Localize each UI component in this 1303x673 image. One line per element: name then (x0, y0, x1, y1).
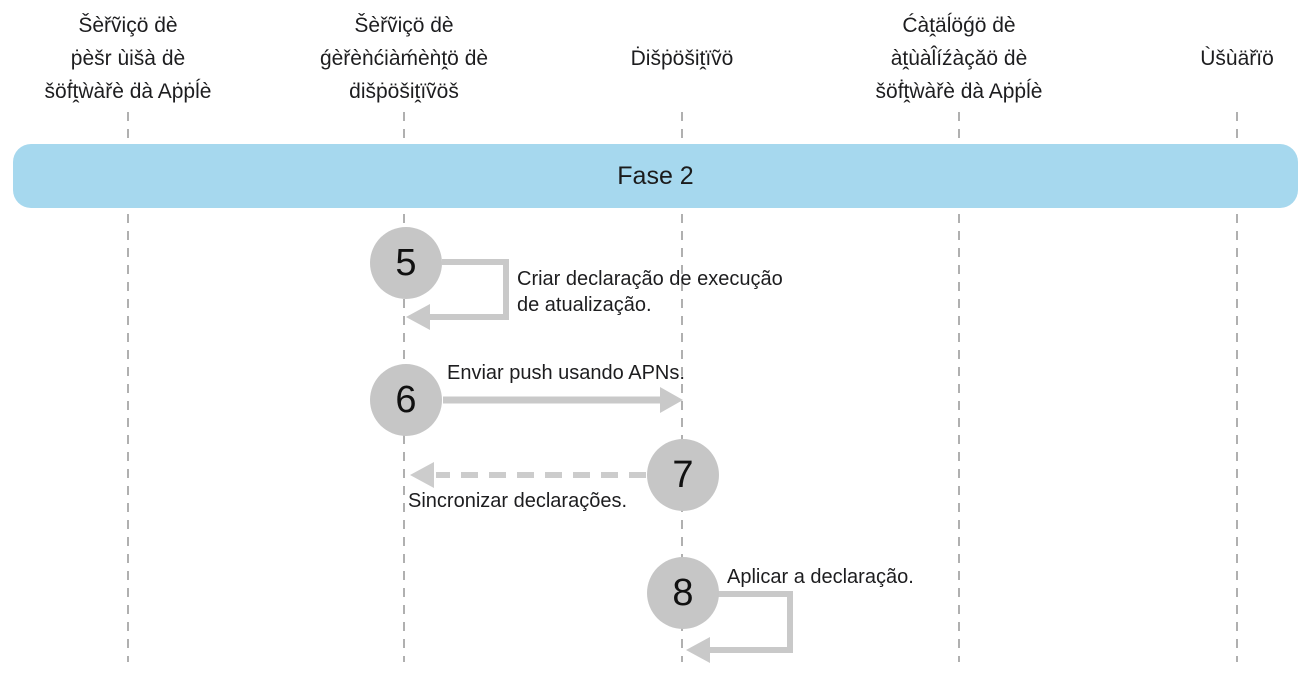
step-8-label: Aplicar a declaração. (727, 566, 914, 588)
step-7-label: Sincronizar declarações. (408, 490, 627, 512)
step-8-arrowhead-icon (686, 637, 710, 663)
phase-banner-label: Fase 2 (617, 161, 694, 190)
step-6-arrowhead-icon (660, 387, 683, 413)
step-number-7: 7 (672, 453, 694, 496)
step-circle-6: 6 (370, 364, 442, 436)
step-7-arrowhead-icon (410, 462, 434, 488)
lifeline-apple-software-update-catalog (958, 112, 960, 662)
column-header-apple-software-lookup-service: Šèřṽiçö ḋè ṗèšr ùišà ḋè šöḟṱẁàřè ḋà Aṗṗĺ… (44, 13, 212, 103)
step-7-dashed-arrow (410, 462, 646, 488)
step-circle-7: 7 (647, 439, 719, 511)
lifeline-apple-software-lookup-service (127, 112, 129, 662)
step-circle-8: 8 (647, 557, 719, 629)
step-number-6: 6 (395, 378, 417, 421)
step-5-arrowhead-icon (406, 304, 430, 330)
step-circle-5: 5 (370, 227, 442, 299)
column-header-device: Ḋišṗöšiṱïṽö (630, 46, 734, 70)
phase-banner: Fase 2 (13, 144, 1298, 208)
step-number-5: 5 (395, 241, 417, 284)
step-6-arrow (443, 387, 683, 413)
step-number-8: 8 (672, 571, 694, 614)
step-5-label: Criar declaração de execução de atualiza… (517, 268, 783, 316)
step-6-label: Enviar push usando APNs. (447, 362, 685, 384)
column-header-user: Ùšùäřïö (1200, 46, 1274, 70)
lifeline-user (1236, 112, 1238, 662)
column-header-apple-software-update-catalog: Ćàṱäĺöǵö ḋè àṱùàl̂íźàçǎö ḋè šöḟṱẁàřè ḋà … (875, 13, 1043, 103)
column-header-mdm-service: Šèřṽiçö ḋè ǵèřèǹćiàḿèǹṱö ḋè ḋišṗöšiṱïṽöš (319, 13, 489, 103)
